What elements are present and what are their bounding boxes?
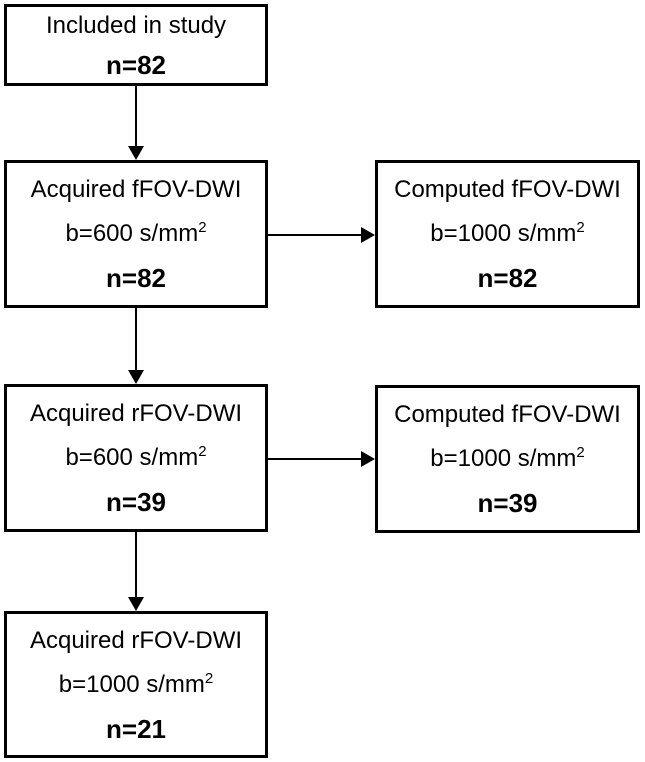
arrow-down-acquired-ffov-to-acquired-rfov bbox=[135, 308, 137, 372]
flow-box-acquired-rfov-b1000: Acquired rFOV-DWI b=1000 s/mm2 n=21 bbox=[4, 611, 268, 758]
box-title: Computed fFOV-DWI bbox=[394, 176, 621, 203]
arrow-right-acquired-rfov-to-computed-ffov bbox=[268, 458, 362, 460]
box-bvalue: b=600 s/mm2 bbox=[65, 219, 207, 247]
flow-box-acquired-rfov-b600: Acquired rFOV-DWI b=600 s/mm2 n=39 bbox=[4, 384, 268, 532]
flow-box-acquired-ffov-b600: Acquired fFOV-DWI b=600 s/mm2 n=82 bbox=[4, 160, 268, 308]
box-bvalue: b=1000 s/mm2 bbox=[58, 669, 214, 698]
box-bvalue: b=600 s/mm2 bbox=[65, 443, 207, 471]
box-bvalue: b=1000 s/mm2 bbox=[430, 444, 585, 472]
box-count: n=21 bbox=[106, 713, 166, 744]
box-title: Computed fFOV-DWI bbox=[394, 401, 621, 428]
arrowhead-right-icon bbox=[361, 227, 375, 243]
box-title: Acquired fFOV-DWI bbox=[30, 176, 242, 203]
arrowhead-down-icon bbox=[128, 146, 144, 160]
box-title: Acquired rFOV-DWI bbox=[29, 626, 243, 654]
bvalue-text: b=600 s/mm bbox=[65, 444, 199, 471]
arrowhead-down-icon bbox=[128, 597, 144, 611]
bvalue-text: b=1000 s/mm bbox=[58, 670, 205, 698]
arrow-down-included-to-acquired-ffov bbox=[135, 86, 137, 148]
bvalue-exponent: 2 bbox=[576, 444, 585, 461]
bvalue-text: b=1000 s/mm bbox=[430, 220, 577, 247]
bvalue-exponent: 2 bbox=[204, 669, 214, 687]
arrow-down-acquired-rfov-to-acquired-rfov-b1000 bbox=[135, 532, 137, 598]
arrowhead-right-icon bbox=[361, 451, 375, 467]
box-count: n=39 bbox=[477, 488, 538, 518]
box-count: n=82 bbox=[106, 263, 166, 293]
box-count: n=39 bbox=[106, 487, 166, 517]
arrowhead-down-icon bbox=[128, 370, 144, 384]
flow-box-included-in-study: Included in study n=82 bbox=[4, 4, 268, 86]
box-title: Included in study bbox=[45, 11, 227, 39]
box-count: n=82 bbox=[477, 263, 538, 293]
box-title: Acquired rFOV-DWI bbox=[29, 400, 243, 427]
flow-box-computed-ffov-b1000-mid: Computed fFOV-DWI b=1000 s/mm2 n=39 bbox=[375, 385, 640, 533]
arrow-right-acquired-ffov-to-computed-ffov bbox=[268, 234, 362, 236]
bvalue-exponent: 2 bbox=[198, 443, 207, 460]
box-bvalue: b=1000 s/mm2 bbox=[430, 219, 585, 247]
box-count: n=82 bbox=[106, 49, 166, 80]
bvalue-text: b=600 s/mm bbox=[65, 220, 199, 247]
bvalue-text: b=1000 s/mm bbox=[430, 445, 577, 472]
bvalue-exponent: 2 bbox=[198, 219, 207, 236]
flow-box-computed-ffov-b1000-top: Computed fFOV-DWI b=1000 s/mm2 n=82 bbox=[375, 160, 640, 308]
bvalue-exponent: 2 bbox=[576, 219, 585, 236]
